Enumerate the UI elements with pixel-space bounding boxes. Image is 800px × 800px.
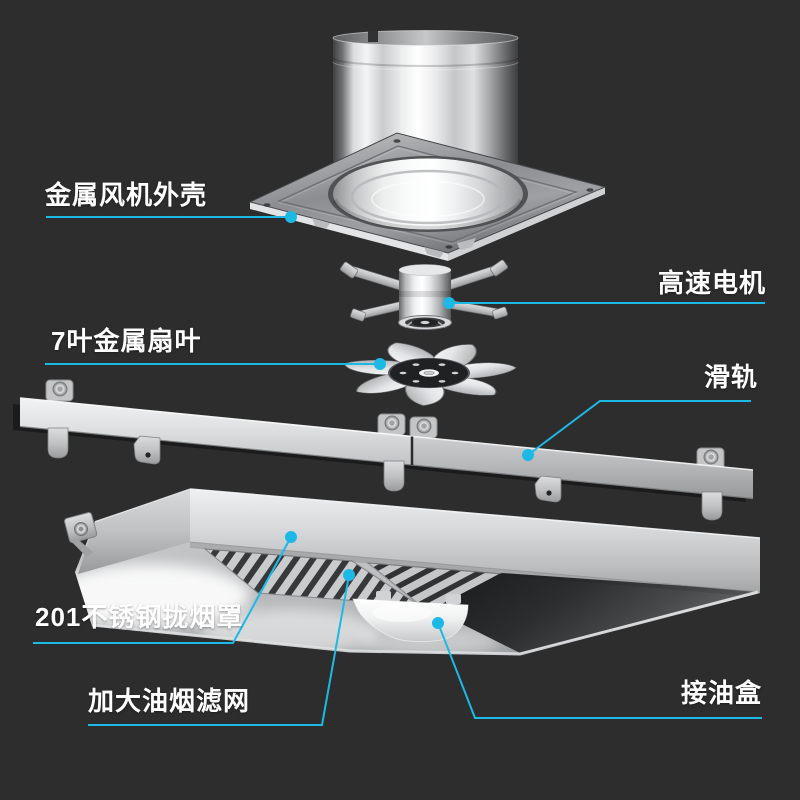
hood-corner-bracket	[64, 512, 98, 557]
leader-dot-slide-rail	[522, 449, 534, 461]
rail-hanging-clips	[47, 427, 723, 521]
label-hood-shell: 201不锈钢拢烟罩	[35, 602, 244, 632]
label-fan-housing: 金属风机外壳	[45, 180, 208, 210]
leader-line-oil-cup	[437, 622, 762, 719]
label-oil-cup: 接油盒	[681, 678, 763, 708]
leader-line-slide-rail	[527, 400, 751, 456]
fan-blade-part	[343, 342, 517, 406]
slide-rail-part	[13, 379, 754, 521]
hood-shell-part	[64, 488, 761, 656]
label-fan-blade: 7叶金属扇叶	[51, 326, 202, 356]
rail-top-brackets	[45, 379, 725, 471]
fan-housing-part	[248, 30, 607, 261]
leader-dot-motor	[443, 297, 455, 309]
leader-line-hood-shell	[33, 536, 292, 644]
leader-dot-oil-cup	[432, 617, 444, 629]
leader-dot-hood-shell	[285, 531, 297, 543]
label-slide-rail: 滑轨	[704, 362, 759, 392]
label-filter: 加大油烟滤网	[88, 686, 251, 716]
leader-dot-filter	[343, 569, 355, 581]
label-motor: 高速电机	[658, 268, 767, 298]
motor-part	[340, 259, 508, 330]
leader-line-filter	[88, 574, 350, 726]
oil-cup-part	[352, 591, 469, 643]
leader-dot-fan-blade	[374, 358, 386, 370]
leader-dot-fan-housing	[285, 211, 297, 223]
